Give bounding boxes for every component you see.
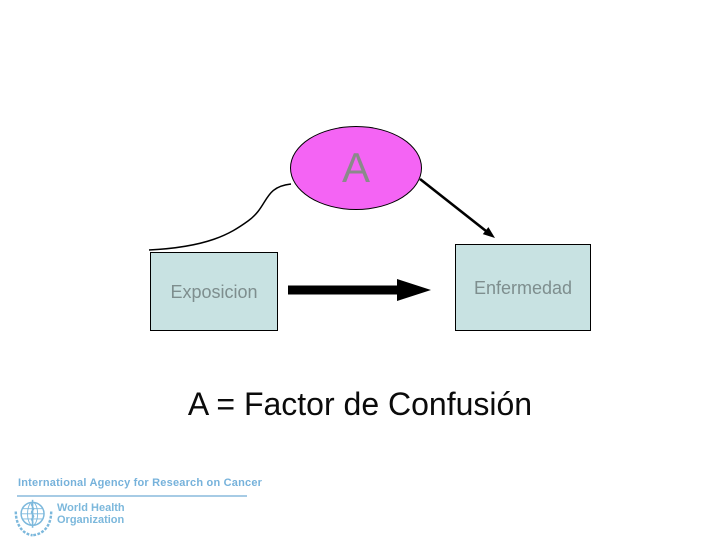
disease-box: Enfermedad	[455, 244, 591, 331]
iarc-underline	[17, 495, 247, 497]
caption: A = Factor de Confusión	[187, 386, 533, 422]
exposure-label: Exposicion	[170, 281, 258, 302]
who-name-line1: World Health	[57, 502, 125, 514]
confounder-label: A	[341, 144, 370, 191]
iarc-logo-text: International Agency for Research on Can…	[18, 477, 263, 489]
confounder-disease-arrow-line	[419, 177, 487, 233]
confounder-disease-arrowhead	[482, 227, 495, 238]
confounder-exposure-curve	[148, 183, 292, 251]
confounder-ellipse: A	[290, 126, 422, 210]
disease-label: Enfermedad	[473, 277, 573, 298]
who-name-line2: Organization	[57, 514, 125, 526]
exposure-disease-arrow	[288, 279, 431, 301]
who-logo-text: World Health Organization	[57, 502, 125, 526]
exposure-box: Exposicion	[150, 252, 278, 331]
who-emblem-icon	[14, 499, 53, 537]
